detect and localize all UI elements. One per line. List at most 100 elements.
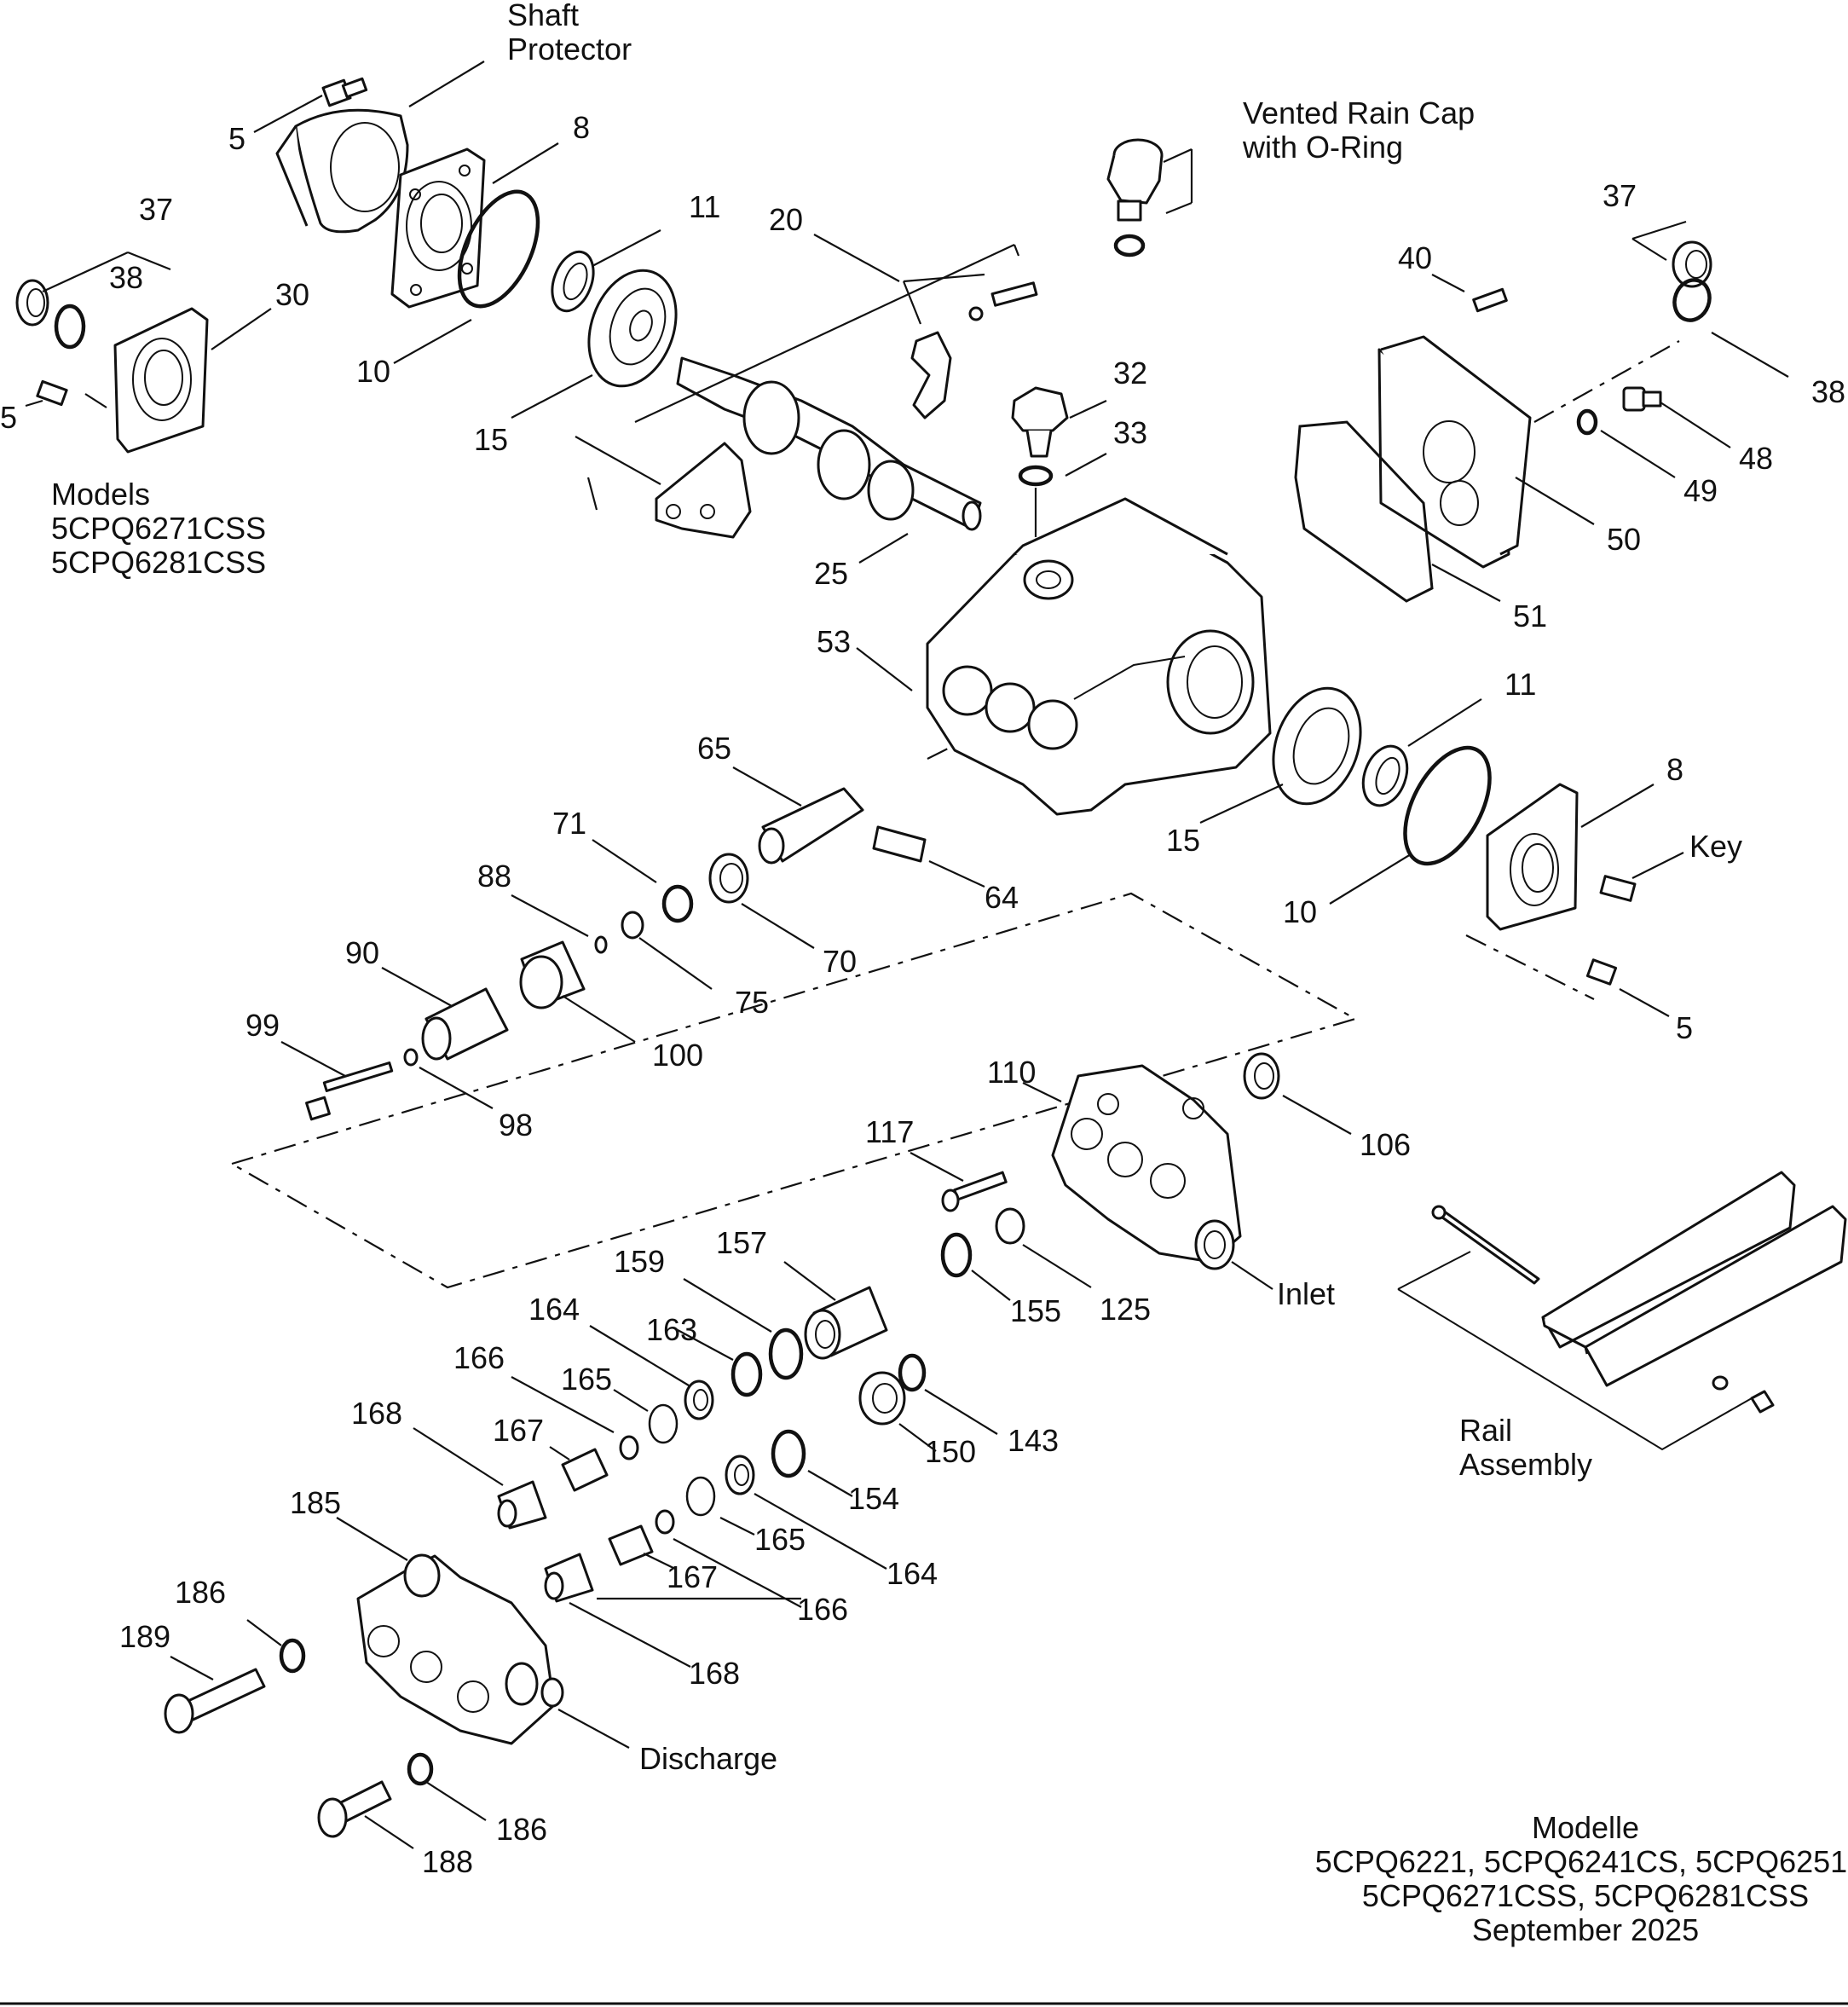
bearing-part [587,269,678,388]
callout-number: 186 [496,1812,547,1847]
callout-number: 185 [290,1485,341,1520]
o-ring-part [731,1351,763,1397]
callout-number: 186 [175,1575,226,1610]
callout-number: 50 [1607,522,1641,557]
callout-number: 155 [1010,1293,1061,1328]
crankcase-part [926,497,1272,816]
callout-number: 5 [228,121,245,156]
callout-number: 71 [552,806,586,841]
valve-plate-part [648,1403,679,1444]
callout-number: 90 [345,935,379,970]
manifold-seal-part [995,1207,1025,1245]
callout-number: 8 [573,110,590,145]
rear-oil-cover-part [1377,335,1532,569]
callout-number: 32 [1113,356,1147,390]
part-drawings [15,77,1847,1838]
oil-seal-part [1361,744,1409,807]
callout-number: 106 [1360,1127,1411,1162]
plug-part [15,279,49,327]
callout-number: 30 [275,277,309,312]
o-ring-part [1018,465,1054,487]
callout-number: 110 [987,1055,1036,1090]
callout-numbers: 5 8 37 38 30 5 10 11 15 20 25 32 33 40 3… [0,110,1845,1879]
callout-number: 37 [1603,178,1637,213]
o-ring-part [768,1327,804,1380]
plunger-rod-part [758,787,864,865]
screw-part [36,379,68,407]
label-rail-assembly-line1: Rail [1459,1413,1512,1448]
connecting-rod-part [655,442,752,539]
socket-head-bolt-part [317,1780,392,1838]
callout-number: 125 [1100,1292,1151,1327]
valve-part [684,1379,714,1420]
callout-number: 38 [1811,374,1845,409]
callout-number: 165 [754,1522,806,1557]
dipstick-cap-part [1011,386,1069,458]
footer-line-4: September 2025 [1472,1912,1699,1947]
label-models-left-line3: 5CPQ6281CSS [51,545,266,580]
callout-number: 25 [814,556,848,591]
callout-number: 167 [493,1413,544,1448]
callout-number: 53 [817,624,851,659]
barrier-sleeve-part [519,940,586,1009]
footer-line-3: 5CPQ6271CSS, 5CPQ6281CSS [1362,1878,1809,1913]
valve-spring-part [608,1524,654,1566]
valve-part [619,1435,639,1460]
callout-number: 37 [139,192,173,227]
key-part [1599,875,1637,902]
drain-plug-part [1622,386,1662,412]
callout-number: 70 [823,944,857,979]
callout-number: 166 [453,1340,505,1375]
label-models-left-line2: 5CPQ6271CSS [51,511,266,546]
callout-number: 117 [865,1114,914,1149]
crankshaft-part [676,356,982,531]
valve-plate-part [685,1476,716,1517]
o-ring-part [1113,234,1146,257]
bearing-part [1272,686,1362,806]
screw-part [1472,287,1508,313]
footer-line-2: 5CPQ6221, 5CPQ6241CS, 5CPQ6251, [1315,1844,1848,1879]
seal-retainer-part [708,853,749,904]
washer-part [54,304,86,350]
label-key: Key [1689,829,1742,864]
valve-spring-part [561,1448,609,1492]
ceramic-plunger-part [421,987,509,1061]
o-ring-part [1403,745,1492,866]
named-labels: Shaft Protector Vented Rain Cap with O-R… [51,0,1742,1776]
valve-part [725,1455,755,1495]
callout-number: 164 [528,1292,580,1327]
callout-number: 143 [1008,1423,1059,1458]
callout-number: 51 [1513,599,1547,633]
bearing-cover-part [390,147,486,309]
manifold-seal-part [1243,1052,1280,1100]
o-ring-part [457,189,540,309]
plug-part [1672,240,1712,288]
valve-seat-part [804,1286,888,1360]
callout-number: 188 [422,1844,473,1879]
callout-number: 11 [1504,667,1536,702]
manifold-bolt-part [941,1171,1008,1212]
footer-line-1: Modelle [1532,1810,1639,1845]
callout-number: 38 [109,260,143,295]
callout-number: 166 [797,1592,848,1627]
callout-number: 15 [1166,823,1200,858]
callout-number: 168 [689,1656,740,1691]
label-vented-rain-cap-line1: Vented Rain Cap [1243,95,1475,130]
label-models-left-line1: Models [51,477,150,512]
valve-group-outline [229,892,1358,1289]
callout-number: 49 [1683,473,1718,508]
rail-assembly-part [1431,1171,1847,1414]
callout-number: 11 [689,189,720,224]
washer-part [594,935,608,954]
label-shaft-protector-line2: Protector [507,32,632,67]
label-rail-assembly-line2: Assembly [1459,1447,1592,1482]
spring-retainer-part [497,1480,547,1530]
callout-number: 20 [769,202,803,237]
o-ring-part [771,1429,806,1478]
washer-part [621,911,644,940]
callout-number: 167 [667,1559,718,1594]
valve-part [655,1509,675,1535]
label-discharge: Discharge [639,1741,777,1776]
callout-number: 165 [561,1362,612,1397]
callout-number: 48 [1739,441,1773,476]
